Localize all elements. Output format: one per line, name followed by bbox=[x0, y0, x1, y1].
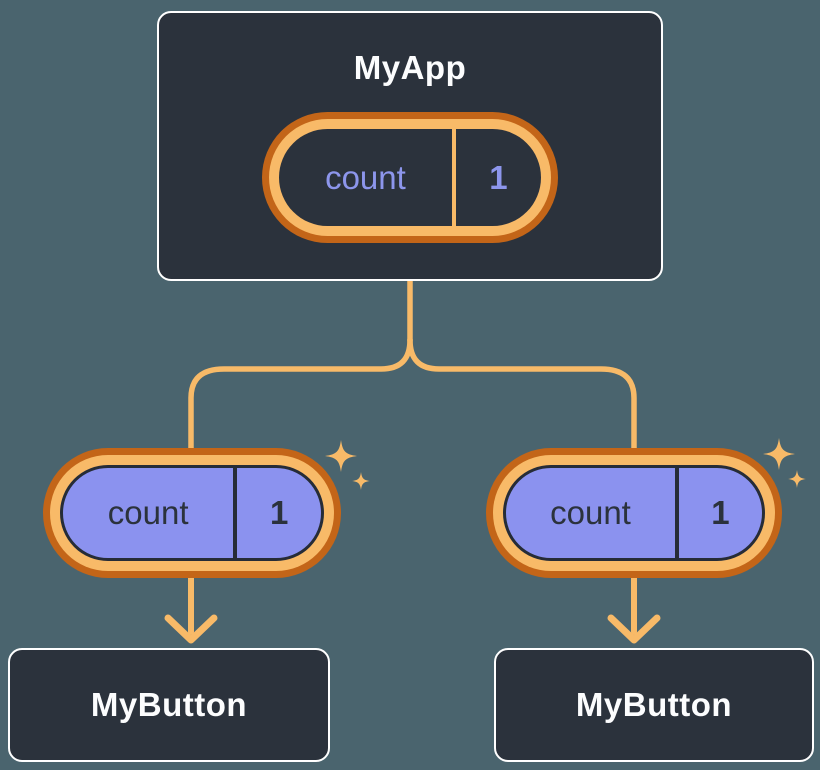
state-pill-root: count 1 bbox=[262, 112, 558, 243]
pill-body: count 1 bbox=[503, 465, 765, 561]
pill-divider bbox=[674, 468, 679, 558]
pill-label: count bbox=[107, 494, 189, 531]
sparkle-icon-large-right bbox=[763, 438, 795, 470]
sparkle-icon-small-right bbox=[788, 470, 806, 488]
pill-ring: count 1 bbox=[493, 455, 775, 571]
pill-body: count 1 bbox=[279, 129, 541, 226]
node-mybutton-right: MyButton bbox=[494, 648, 814, 762]
node-title: MyButton bbox=[90, 686, 248, 723]
pill-label: count bbox=[325, 158, 406, 196]
pill-body: count 1 bbox=[60, 465, 324, 561]
props-pill-left: count 1 bbox=[43, 448, 341, 578]
fork-branch-right bbox=[407, 337, 637, 455]
node-mybutton-left: MyButton bbox=[8, 648, 330, 762]
pill-divider bbox=[451, 129, 456, 226]
pill-value: 1 bbox=[711, 494, 730, 531]
pill-ring: count 1 bbox=[50, 455, 334, 571]
sparkle-icon-small-left bbox=[352, 472, 370, 490]
sparkle-icon-large-left bbox=[325, 440, 357, 472]
pill-divider bbox=[233, 468, 238, 558]
fork-branch-left bbox=[188, 337, 413, 455]
pill-value: 1 bbox=[489, 158, 508, 196]
node-title: MyButton bbox=[575, 686, 733, 723]
pill-label: count bbox=[550, 494, 631, 531]
pill-ring: count 1 bbox=[269, 119, 551, 236]
arrow-left-head bbox=[164, 614, 218, 644]
pill-value: 1 bbox=[269, 494, 289, 531]
props-pill-right: count 1 bbox=[486, 448, 782, 578]
node-title: MyApp bbox=[353, 49, 467, 86]
arrow-right-head bbox=[607, 614, 661, 644]
